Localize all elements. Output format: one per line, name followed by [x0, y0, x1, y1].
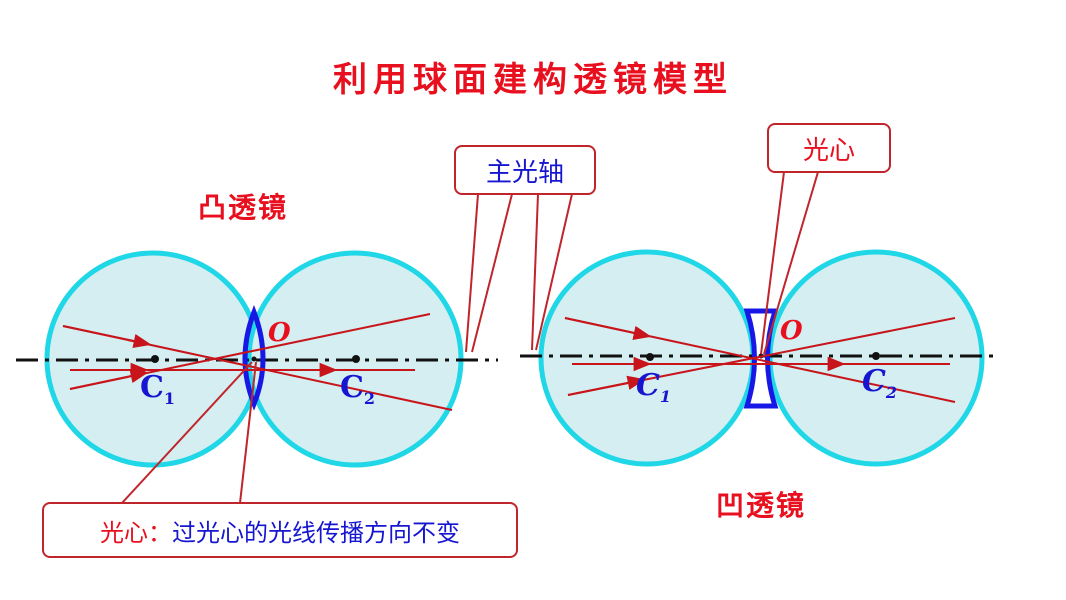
concave-ray-1-arrow: [564, 317, 652, 340]
convex-optical-center-dot: [251, 356, 257, 362]
rule-prefix: 光心：: [100, 518, 172, 547]
convex-c1-label: C1: [140, 370, 176, 408]
convex-c1-dot: [151, 355, 159, 363]
main-axis-callout: 主光轴: [454, 145, 596, 195]
concave-c2-label: C2: [862, 364, 898, 402]
convex-ray-1-arrow: [62, 325, 152, 349]
main-axis-leader-4: [535, 193, 573, 351]
optical-center-leader-1: [760, 171, 785, 355]
concave-lens-label: 凹透镜: [716, 489, 807, 522]
optical-center-rule-callout: 光心：过光心的光线传播方向不变: [42, 502, 518, 558]
main-axis-leader-3: [531, 193, 539, 351]
leader-lines: [121, 171, 819, 504]
main-axis-leader-1: [465, 193, 479, 353]
bottom-leader-1: [121, 361, 253, 504]
convex-c2-dot: [352, 355, 360, 363]
bottom-leader-2: [239, 361, 257, 504]
convex-lens: [242, 305, 266, 411]
concave-rays: [564, 317, 956, 403]
concave-c1-label: C1: [636, 368, 672, 406]
optical-center-callout: 光心: [767, 123, 891, 173]
rule-text: 过光心的光线传播方向不变: [172, 518, 460, 547]
concave-optical-center-label: O: [780, 316, 803, 346]
concave-ray-2-arrow: [567, 375, 646, 396]
convex-optical-center-label: O: [268, 318, 291, 348]
convex-c2-label: C2: [340, 370, 376, 408]
concave-c2-dot: [872, 352, 880, 360]
convex-lens-label: 凸透镜: [198, 191, 289, 224]
main-axis-leader-2: [471, 193, 513, 353]
concave-c1-dot: [646, 353, 654, 361]
optical-center-leader-2: [763, 171, 819, 355]
convex-rays: [62, 313, 453, 411]
slide-title: 利用球面建构透镜模型: [333, 60, 733, 100]
